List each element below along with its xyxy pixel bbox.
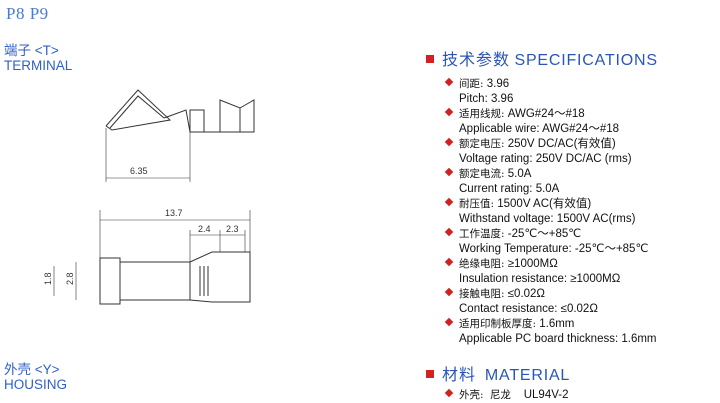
- spec-en-text: Applicable wire: AWG#24～#18: [459, 123, 620, 135]
- spec-cn-label: 额定电流:: [459, 168, 505, 180]
- spec-cn-label: 适用印制板厚度:: [459, 318, 537, 330]
- spec-en-text: Applicable PC board thickness: 1.6mm: [459, 333, 657, 345]
- spec-en-text: Insulation resistance: ≥1000MΩ: [459, 273, 621, 285]
- spec-item: 耐压值: 1500V AC(有效值) Withstand voltage: 150…: [444, 197, 657, 227]
- material-list: 外壳: 尼龙 UL94V-2: [444, 388, 569, 403]
- spec-cn-label: 绝缘电阻:: [459, 258, 505, 270]
- housing-label-cn: 外壳 <Y>: [4, 362, 60, 377]
- terminal-label-cn: 端子 <T>: [4, 43, 59, 58]
- terminal-label: 端子 <T> TERMINAL: [4, 43, 72, 73]
- diamond-bullet-icon: [444, 167, 454, 177]
- housing-label: 外壳 <Y> HOUSING: [4, 362, 67, 392]
- diamond-bullet-icon: [444, 107, 454, 117]
- diamond-bullet-icon: [444, 137, 454, 147]
- spec-cn-value: 3.96: [483, 78, 510, 90]
- spec-item: 额定电压: 250V DC/AC(有效值) Voltage rating: 250…: [444, 137, 657, 167]
- spec-cn-label: 耐压值:: [459, 198, 495, 210]
- spec-en-text: Withstand voltage: 1500V AC(rms): [459, 213, 636, 225]
- spec-cn-label: 适用线规:: [459, 108, 505, 120]
- dim-top-length: 6.35: [130, 166, 148, 176]
- dim-total-length: 13.7: [165, 208, 183, 218]
- dim-seg-b: 2.3: [226, 224, 239, 234]
- terminal-label-en: TERMINAL: [4, 58, 73, 73]
- spec-item: 绝缘电阻: ≥1000MΩ Insulation resistance: ≥100…: [444, 257, 657, 287]
- tip: [99, 257, 121, 305]
- dim-height-b: 2.8: [65, 272, 75, 285]
- housing-label-en: HOUSING: [4, 377, 68, 392]
- diamond-bullet-icon: [444, 287, 454, 297]
- spec-cn-value: 1.6mm: [536, 318, 575, 330]
- spec-cn-value: -25℃～+85℃: [504, 228, 582, 240]
- crimp: [189, 251, 251, 303]
- material-value: UL94V-2: [523, 389, 569, 401]
- square-bullet-icon: [426, 55, 434, 63]
- dim-seg-a: 2.4: [198, 224, 211, 234]
- spec-item: 额定电流: 5.0A Current rating: 5.0A: [444, 167, 657, 197]
- spec-cn-value: 1500V AC(有效值): [494, 198, 592, 210]
- square-bullet-icon: [426, 370, 434, 378]
- spec-cn-label: 额定电压:: [459, 138, 505, 150]
- spring-contact: [105, 89, 172, 131]
- spec-en-text: Current rating: 5.0A: [459, 183, 560, 195]
- terminal-drawing: 6.35 13.7 2.4 2.3 1.8 2.8: [43, 89, 255, 305]
- material-title: 材料 MATERIAL: [426, 367, 570, 385]
- spec-cn-value: 5.0A: [504, 168, 532, 180]
- crimp-wing: [219, 99, 255, 133]
- diamond-bullet-icon: [444, 227, 454, 237]
- spec-cn-value: 250V DC/AC(有效值): [504, 138, 616, 150]
- spec-cn-label: 工作温度:: [459, 228, 505, 240]
- diamond-bullet-icon: [444, 257, 454, 267]
- spec-cn-value: ≥1000MΩ: [504, 258, 558, 270]
- material-label: 外壳:: [459, 389, 484, 401]
- body-rect: [120, 261, 191, 301]
- spec-cn-value: ≤0.02Ω: [504, 288, 546, 300]
- spec-cn-label: 间距:: [459, 78, 484, 90]
- model-number: P8 P9: [6, 4, 49, 23]
- diamond-bullet-icon: [444, 317, 454, 327]
- diamond-bullet-icon: [444, 388, 454, 398]
- spec-item: 工作温度: -25℃～+85℃ Working Temperature: -25℃…: [444, 227, 657, 257]
- diamond-bullet-icon: [444, 197, 454, 207]
- dim-height-a: 1.8: [43, 272, 53, 285]
- spec-en-text: Voltage rating: 250V DC/AC (rms): [459, 153, 632, 165]
- spec-en-text: Pitch: 3.96: [459, 93, 514, 105]
- spec-en-text: Contact resistance: ≤0.02Ω: [459, 303, 598, 315]
- spec-cn-value: AWG#24～#18: [504, 108, 585, 120]
- spec-en-text: Working Temperature: -25℃～+85℃: [459, 243, 649, 255]
- material-name: 尼龙: [489, 389, 511, 401]
- spec-cn-label: 接触电阻:: [459, 288, 505, 300]
- specifications-title: 技术参数 SPECIFICATIONS: [426, 52, 658, 70]
- spec-item: 接触电阻: ≤0.02Ω Contact resistance: ≤0.02Ω: [444, 287, 657, 317]
- diamond-bullet-icon: [444, 77, 454, 87]
- terminal-body: [163, 109, 241, 133]
